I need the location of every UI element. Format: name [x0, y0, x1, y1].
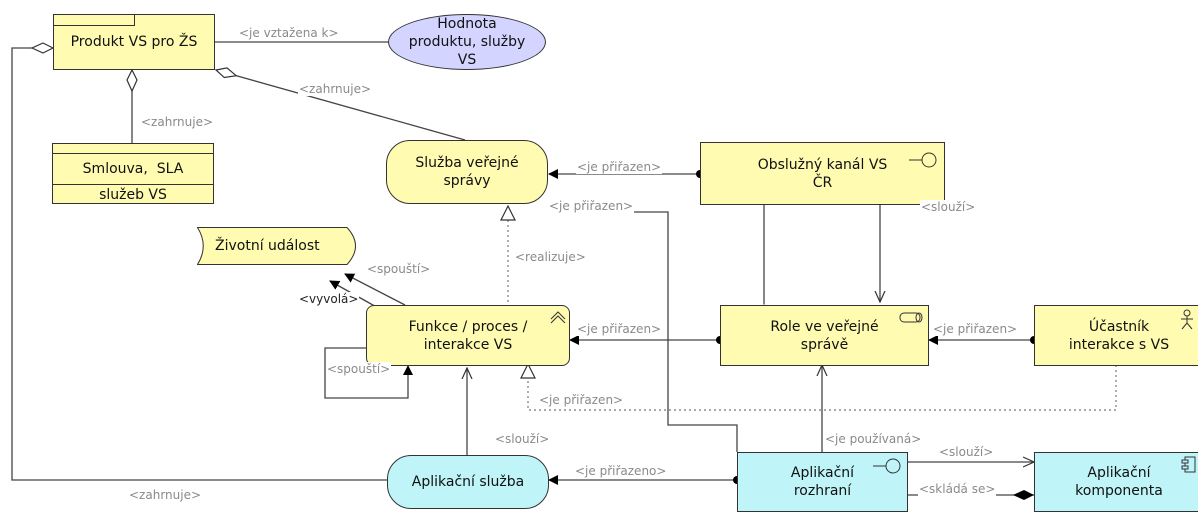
- label-je-prirazen-kanal: <je přiřazen>: [576, 160, 663, 174]
- node-aplikacni-rozhrani-label: Aplikační rozhraní: [790, 465, 855, 499]
- node-aplikacni-sluzba[interactable]: Aplikační služba: [387, 455, 549, 509]
- label-vyvola: <vyvolá>: [298, 292, 360, 306]
- node-smlouva[interactable]: Smlouva, SLA služeb VS: [52, 143, 214, 204]
- label-je-prirazen-role: <je přiřazen>: [576, 322, 663, 336]
- label-je-prirazeno: <je přiřazeno>: [574, 464, 668, 478]
- label-slouzi-sluzba: <slouží>: [494, 432, 551, 446]
- node-role-label: Role ve veřejné správě: [770, 318, 879, 353]
- event-shape: [197, 227, 356, 265]
- node-aplikacni-sluzba-label: Aplikační služba: [411, 474, 525, 490]
- node-hodnota[interactable]: Hodnota produktu, služby VS: [388, 14, 546, 70]
- node-aplikacni-komponenta-label: Aplikační komponenta: [1075, 465, 1163, 499]
- node-ucastnik[interactable]: Účastník interakce s VS: [1034, 305, 1198, 366]
- node-ucastnik-label: Účastník interakce s VS: [1068, 318, 1170, 353]
- node-hodnota-label: Hodnota produktu, služby VS: [408, 16, 526, 68]
- label-je-vztazena-k: <je vztažena k>: [238, 26, 340, 40]
- node-smlouva-line2: služeb VS: [99, 187, 167, 203]
- node-aplikacni-komponenta[interactable]: Aplikační komponenta: [1034, 452, 1198, 512]
- contract-divider-top: [53, 153, 213, 154]
- label-spousti-udalost: <spouští>: [366, 262, 432, 276]
- node-kanal-label: Obslužný kanál VS ČR: [757, 156, 888, 191]
- label-sklada-se: <skládá se>: [918, 482, 997, 496]
- label-je-pouzivana: <je používaná>: [824, 432, 923, 446]
- node-smlouva-line1: Smlouva, SLA: [82, 161, 184, 177]
- node-kanal[interactable]: Obslužný kanál VS ČR: [700, 142, 945, 205]
- actor-icon: [1181, 309, 1193, 330]
- node-sluzba-label: Služba veřejné správy: [415, 155, 519, 189]
- label-slouzi-rozhrani: <slouží>: [938, 445, 995, 459]
- node-produkt[interactable]: Produkt VS pro ŽS: [53, 14, 215, 70]
- node-role[interactable]: Role ve veřejné správě: [720, 305, 929, 366]
- node-funkce[interactable]: Funkce / proces / interakce VS: [366, 305, 570, 366]
- label-slouzi-kanal: <slouží>: [920, 200, 977, 214]
- contract-divider: [53, 184, 213, 185]
- role-icon: [899, 312, 923, 323]
- process-icon: [550, 311, 566, 324]
- interface-icon: [873, 458, 901, 474]
- label-zahrnuje-bottom: <zahrnuje>: [128, 488, 203, 502]
- label-je-prirazen-ucastnik: <je přiřazen>: [932, 322, 1019, 336]
- label-realizuje: <realizuje>: [514, 250, 587, 264]
- label-zahrnuje-produkt: <zahrnuje>: [298, 82, 373, 96]
- node-produkt-label: Produkt VS pro ŽS: [70, 34, 198, 50]
- interface-icon: [909, 152, 937, 168]
- label-zahrnuje-smlouva: <zahrnuje>: [140, 115, 215, 129]
- label-spousti-self: <spouští>: [326, 362, 392, 376]
- node-zivotni-label: Životní událost: [215, 238, 320, 254]
- label-je-prirazen-vertical: <je přiřazen>: [548, 199, 635, 213]
- product-tab-icon: [54, 15, 135, 26]
- node-funkce-label: Funkce / proces / interakce VS: [408, 318, 528, 353]
- node-zivotni[interactable]: Životní událost: [197, 227, 365, 265]
- component-icon: [1181, 456, 1196, 473]
- node-aplikacni-rozhrani[interactable]: Aplikační rozhraní: [737, 452, 908, 512]
- node-sluzba[interactable]: Služba veřejné správy: [386, 140, 548, 204]
- label-je-prirazen-dotted: <je přiřazen>: [538, 393, 625, 407]
